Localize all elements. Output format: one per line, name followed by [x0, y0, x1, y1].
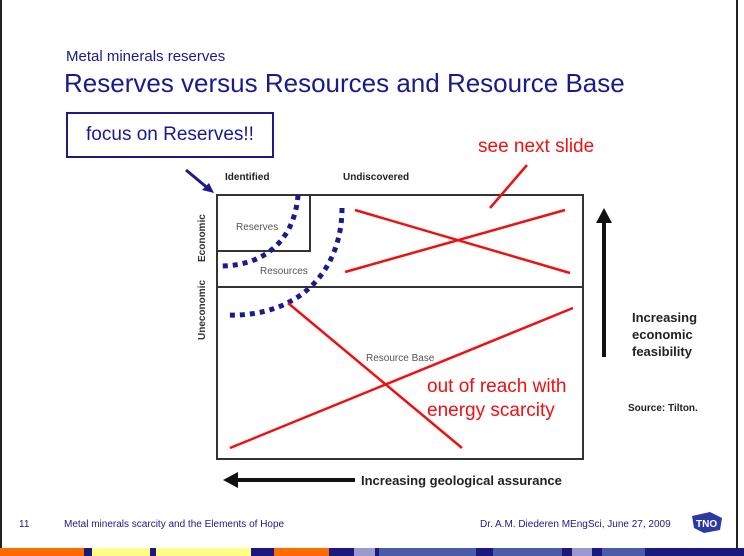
- economic-axis-label: Increasing economic feasibility: [632, 309, 697, 360]
- slide-subtitle: Metal minerals reserves: [66, 48, 226, 65]
- annotation-line-2: energy scarcity: [427, 400, 555, 421]
- page-number: 11: [19, 519, 30, 530]
- axis-y-line-1: Increasing: [632, 310, 698, 325]
- row-economic-label: Economic: [197, 214, 208, 262]
- svg-text:TNO: TNO: [696, 519, 717, 530]
- callout-text: focus on Reserves!!: [86, 124, 254, 145]
- annotation-next-slide: see next slide: [478, 136, 595, 157]
- axis-y-line-3: feasibility: [632, 344, 692, 359]
- reserves-box: [216, 194, 311, 252]
- cell-reserves: Reserves: [236, 222, 279, 233]
- slide-title: Reserves versus Resources and Resource B…: [64, 68, 625, 98]
- geological-arrow-head: [223, 472, 238, 488]
- tno-logo: TNO: [690, 510, 724, 534]
- cell-resource-base: Resource Base: [366, 353, 435, 364]
- axis-y-line-2: economic: [632, 327, 693, 342]
- reserves-boundary-dotted: [221, 194, 301, 269]
- col-identified-label: Identified: [225, 172, 270, 183]
- annotation-line-1: out of reach with: [427, 376, 567, 397]
- diagram-box: [216, 194, 584, 460]
- red-crosses: [229, 164, 574, 450]
- geological-axis-label: Increasing geological assurance: [361, 473, 562, 488]
- footer-author-date: Dr. A.M. Diederen MEngSci, June 27, 2009: [480, 519, 671, 530]
- row-uneconomic-label: Uneconomic: [197, 280, 208, 340]
- footer-talk-title: Metal minerals scarcity and the Elements…: [64, 519, 285, 530]
- callout-arrow-head: [202, 183, 214, 193]
- callout-box: focus on Reserves!!: [66, 112, 274, 158]
- economic-arrow-head: [596, 208, 612, 223]
- annotation-out-of-reach: out of reach with energy scarcity: [427, 375, 566, 423]
- resources-boundary-dotted: [224, 207, 345, 318]
- cell-resources: Resources: [260, 266, 308, 277]
- source-label: Source: Tilton.: [628, 403, 698, 414]
- col-undiscovered-label: Undiscovered: [343, 172, 410, 183]
